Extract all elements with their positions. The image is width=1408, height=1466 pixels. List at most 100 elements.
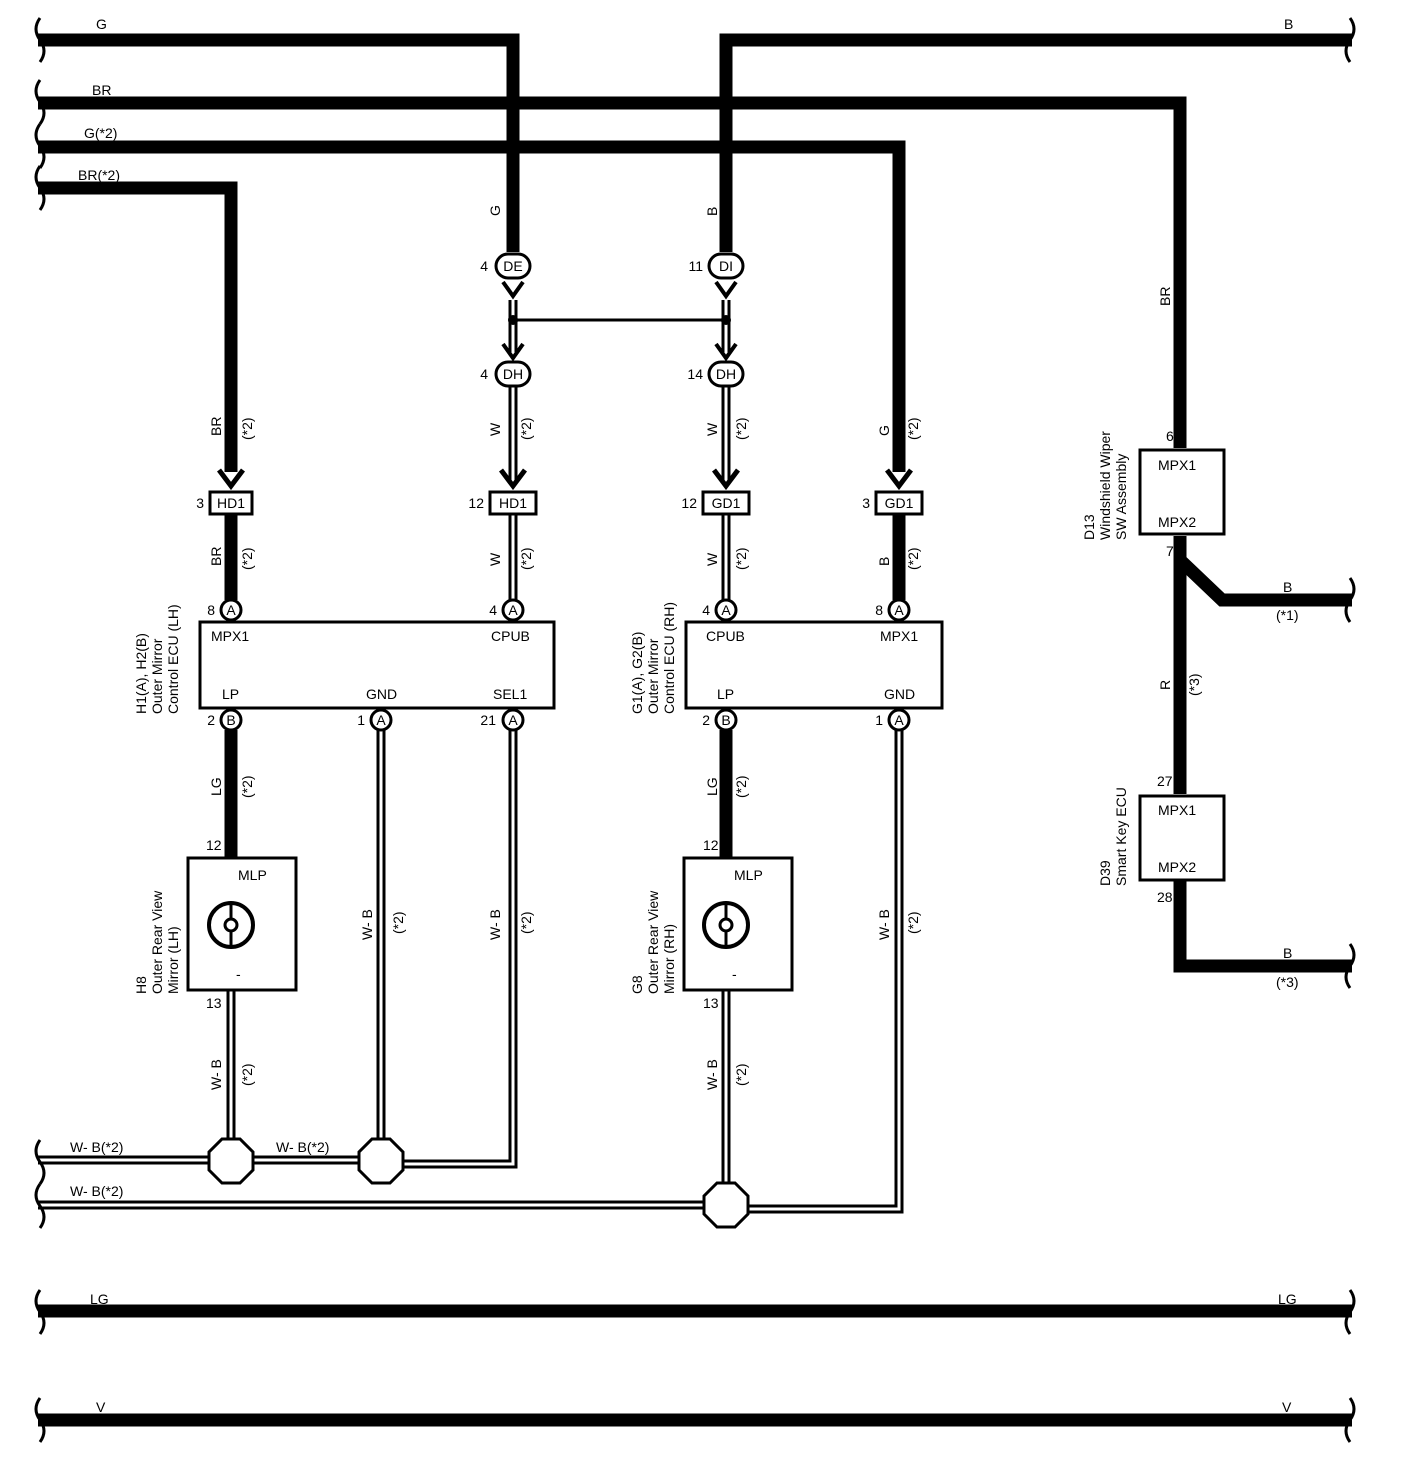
ecu-lh-term-cpub: CPUB (491, 628, 530, 644)
d13-pin-top: 6 (1166, 428, 1174, 444)
connectors-gd1-b-pin: 3 (862, 495, 870, 511)
mirror-lh-term-bot: - (236, 966, 241, 982)
splice-rh (702, 1181, 750, 1229)
ecu-pins: A 8 A 4 B 2 A 1 A 21 A 4 A 8 B 2 A 1 (207, 598, 911, 732)
connectors-hd1-a-name: HD1 (217, 495, 245, 511)
vertical-labels-w-hd1-bot-n: (*2) (518, 547, 534, 570)
mirror-rh-pin-bot: 13 (703, 995, 719, 1011)
vertical-labels-wb-g8: W- B (704, 1059, 720, 1090)
d13-label-lines-1: Windshield Wiper (1097, 431, 1113, 540)
connectors-de-name: DE (503, 258, 522, 274)
ecu-lh-label-lines-2: Control ECU (LH) (165, 604, 181, 714)
d13-label-lines-2: SW Assembly (1113, 454, 1129, 540)
ecu-lh-pins-sel1-letter: A (508, 712, 518, 728)
vertical-labels-wb-gnd-rh-n: (*2) (905, 911, 921, 934)
vertical-labels-lg-rh: LG (704, 777, 720, 796)
splice-lh-ecu (357, 1137, 405, 1185)
ecu-lh-term-mpx1: MPX1 (211, 628, 249, 644)
ecu-rh-pins-mpx1-letter: A (894, 602, 904, 618)
ecu-lh-pins-lp-letter: B (226, 712, 235, 728)
label-v-right: V (1282, 1399, 1292, 1415)
vertical-labels-lg-lh: LG (208, 777, 224, 796)
break-marks (34, 17, 1356, 1443)
vertical-labels-br-hd1-top-n: (*2) (239, 417, 255, 440)
wire-g-top (38, 33, 520, 252)
connectors-dh-l-name: DH (503, 366, 523, 382)
vertical-labels-w-hd1-bot: W (487, 552, 503, 566)
ecu-lh-pins-sel1-num: 21 (480, 712, 496, 728)
mirror-rh-label-lines-0: G8 (629, 975, 645, 994)
vertical-labels-b-gd1-bot: B (876, 557, 892, 566)
d39-term-top: MPX1 (1158, 802, 1196, 818)
bus-wires (38, 33, 1352, 1427)
wire-b1 (1173, 536, 1352, 607)
connectors-di-pin: 11 (688, 258, 703, 274)
vertical-labels-wb-gnd-lh: W- B (359, 909, 375, 940)
ecu-rh-pins-gnd-num: 1 (875, 712, 883, 728)
inline-connectors: DE 4 DI 11 DH 4 DH 14 (480, 252, 745, 388)
mirror-lh-label-lines-0: H8 (133, 976, 149, 994)
mirror-rh-label-lines-2: Mirror (RH) (661, 924, 677, 994)
vertical-labels-g-gd1-top: G (876, 425, 892, 436)
vertical-labels-g-gd1-top-n: (*2) (905, 417, 921, 440)
ecu-lh-term-sel1: SEL1 (493, 686, 527, 702)
vertical-labels-r-mid: R (1157, 680, 1173, 690)
connector-gd1-a: GD1 12 (681, 468, 751, 516)
ecu-rh-pins-lp-num: 2 (702, 712, 710, 728)
d13-wiper-switch: MPX1 MPX2 6 7 D13 Windshield Wiper SW As… (1081, 428, 1226, 559)
vertical-labels-wb-gnd-lh-n: (*2) (390, 911, 406, 934)
connector-gd1-b: GD1 3 (862, 468, 924, 516)
ecu-rh-pins-gnd-letter: A (894, 712, 904, 728)
ecu-lh-pins-mpx1-letter: A (226, 602, 236, 618)
vertical-labels-w-gd1-top-n: (*2) (733, 417, 749, 440)
vertical-labels-lg-rh-n: (*2) (733, 775, 749, 798)
ecu-rh-pins-cpub-num: 4 (702, 602, 710, 618)
vertical-labels-br-hd1-bot-n: (*2) (239, 547, 255, 570)
label-lg-right: LG (1278, 1291, 1297, 1307)
wire-g2 (38, 140, 906, 472)
bus-labels: G B BR G(*2) BR(*2) W- B(*2) W- B(*2) W-… (70, 16, 1299, 1415)
connector-dh-left: DH 4 (480, 342, 532, 388)
vertical-labels-w-gd1-bot-n: (*2) (733, 547, 749, 570)
connectors-di-name: DI (719, 258, 733, 274)
mirror-rh-label-lines-1: Outer Rear View (645, 890, 661, 994)
connector-hd1-a: HD1 3 (196, 468, 254, 516)
vertical-labels-wb-sel-n: (*2) (518, 911, 534, 934)
lamp-icon (207, 901, 255, 949)
connectors-dh-l-pin: 4 (480, 366, 488, 382)
vertical-labels-b-gd1-bot-n: (*2) (905, 547, 921, 570)
vertical-labels-wb-sel: W- B (487, 909, 503, 940)
ecu-rh-label-lines-1: Outer Mirror (645, 638, 661, 714)
ecu-lh-pins-lp-num: 2 (207, 712, 215, 728)
label-wb2-c: W- B(*2) (70, 1183, 123, 1199)
ecu-rh-label-lines-2: Control ECU (RH) (661, 602, 677, 714)
ecu-rh: CPUB MPX1 LP GND G1(A), G2(B) Outer Mirr… (629, 602, 944, 714)
vertical-labels-wb-h8-n: (*2) (239, 1063, 255, 1086)
wire-b-top (719, 33, 1352, 252)
vertical-labels-w-hd1-top-n: (*2) (518, 417, 534, 440)
connectors-gd1-b-name: GD1 (885, 495, 914, 511)
connectors-hd1-b-pin: 12 (468, 495, 484, 511)
ecu-rh-term-lp: LP (717, 686, 734, 702)
mirror-rh-term-bot: - (732, 966, 737, 982)
ground-splices (207, 1137, 750, 1229)
connector-di: DI 11 (688, 252, 745, 300)
ecu-rh-pins-lp-letter: B (721, 712, 730, 728)
connector-hd1-b: HD1 12 (468, 468, 538, 516)
label-wb2-b: W- B(*2) (276, 1139, 329, 1155)
d39-smart-key-ecu: MPX1 MPX2 27 28 D39 Smart Key ECU (1097, 773, 1226, 905)
vertical-labels-wb-h8: W- B (208, 1059, 224, 1090)
ecu-rh-term-gnd: GND (884, 686, 915, 702)
wire-br2 (38, 181, 238, 472)
label-br: BR (92, 82, 111, 98)
vertical-labels-br-d13: BR (1157, 287, 1173, 306)
ecu-lh-pins-cpub-letter: A (508, 602, 518, 618)
d39-label-lines-0: D39 (1097, 860, 1113, 886)
mirror-lh-term-top: MLP (238, 867, 267, 883)
label-b3: B (1283, 945, 1292, 961)
ecu-lh: MPX1 CPUB LP GND SEL1 H1(A), H2(B) Outer… (133, 604, 556, 714)
connector-de: DE 4 (480, 252, 532, 300)
ecu-lh-pins-mpx1-num: 8 (207, 602, 215, 618)
d13-term-bot: MPX2 (1158, 514, 1196, 530)
d39-pin-bot: 28 (1157, 889, 1173, 905)
